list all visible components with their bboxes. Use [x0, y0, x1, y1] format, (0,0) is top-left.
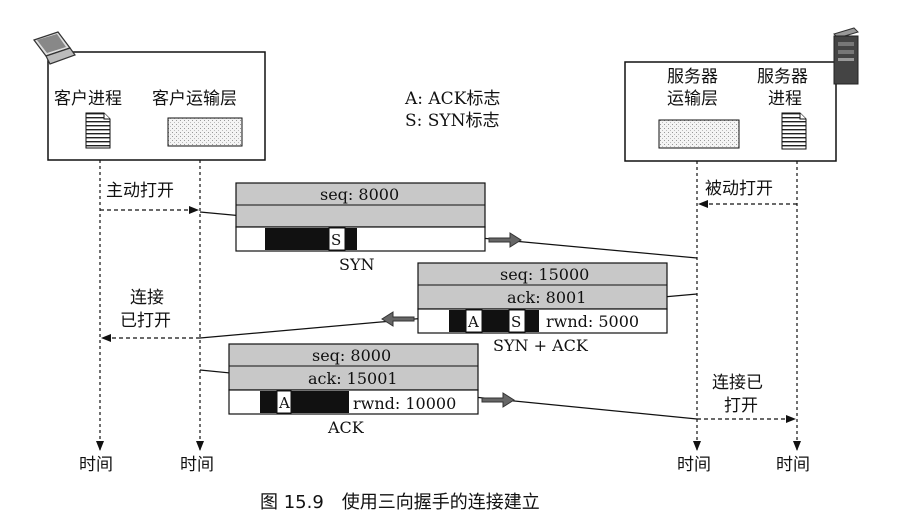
client-conn-open-label-1: 连接 — [130, 288, 164, 308]
ack-ack: ack: 15001 — [308, 369, 398, 388]
ack-direction-arrow — [481, 392, 515, 408]
client-transport-buffer — [167, 117, 243, 147]
figure-caption: 图 15.9 使用三向握手的连接建立 — [260, 492, 540, 513]
synack-rwnd: rwnd: 5000 — [546, 312, 639, 331]
server-process-label-2: 进程 — [768, 89, 802, 109]
time-label-3: 时间 — [677, 455, 711, 475]
legend-syn: S: SYN标志 — [405, 111, 500, 131]
client-transport-label: 客户运输层 — [152, 89, 237, 109]
server-transport-buffer — [658, 119, 740, 149]
legend-ack: A: ACK标志 — [404, 89, 500, 109]
passive-open-label: 被动打开 — [705, 179, 773, 199]
client-process-label: 客户进程 — [54, 89, 122, 109]
server-icon — [833, 27, 859, 85]
synack-label: SYN + ACK — [493, 336, 589, 355]
server-document-icon — [781, 112, 807, 150]
server-process-label-1: 服务器 — [757, 67, 808, 87]
synack-direction-arrow — [381, 311, 415, 327]
ack-rwnd: rwnd: 10000 — [353, 394, 456, 413]
ack-flag-a: A — [278, 394, 290, 412]
server-transport-label-2: 运输层 — [667, 89, 718, 109]
synack-flag-a: A — [467, 313, 479, 331]
time-label-2: 时间 — [180, 455, 214, 475]
syn-flag-s: S — [331, 231, 341, 249]
syn-direction-arrow — [488, 232, 522, 248]
synack-seq: seq: 15000 — [500, 265, 589, 284]
synack-flag-s: S — [511, 313, 521, 331]
time-label-1: 时间 — [79, 455, 113, 475]
server-conn-open-label-1: 连接已 — [712, 373, 763, 393]
ack-seq: seq: 8000 — [312, 346, 391, 365]
laptop-icon — [33, 31, 76, 65]
syn-label: SYN — [339, 255, 375, 274]
server-conn-open-label-2: 打开 — [724, 396, 758, 416]
syn-segment: seq: 8000 S SYN — [235, 182, 486, 274]
synack-ack: ack: 8001 — [507, 288, 586, 307]
active-open-label: 主动打开 — [106, 181, 174, 201]
syn-seq: seq: 8000 — [320, 185, 399, 204]
ack-label: ACK — [327, 418, 365, 437]
synack-segment: seq: 15000 ack: 8001 A S rwnd: 5000 SYN … — [417, 262, 668, 355]
server-transport-label-1: 服务器 — [667, 67, 718, 87]
document-icon — [85, 112, 111, 149]
client-conn-open-label-2: 已打开 — [120, 311, 171, 331]
time-label-4: 时间 — [776, 455, 810, 475]
ack-segment: seq: 8000 ack: 15001 A rwnd: 10000 ACK — [228, 343, 479, 437]
